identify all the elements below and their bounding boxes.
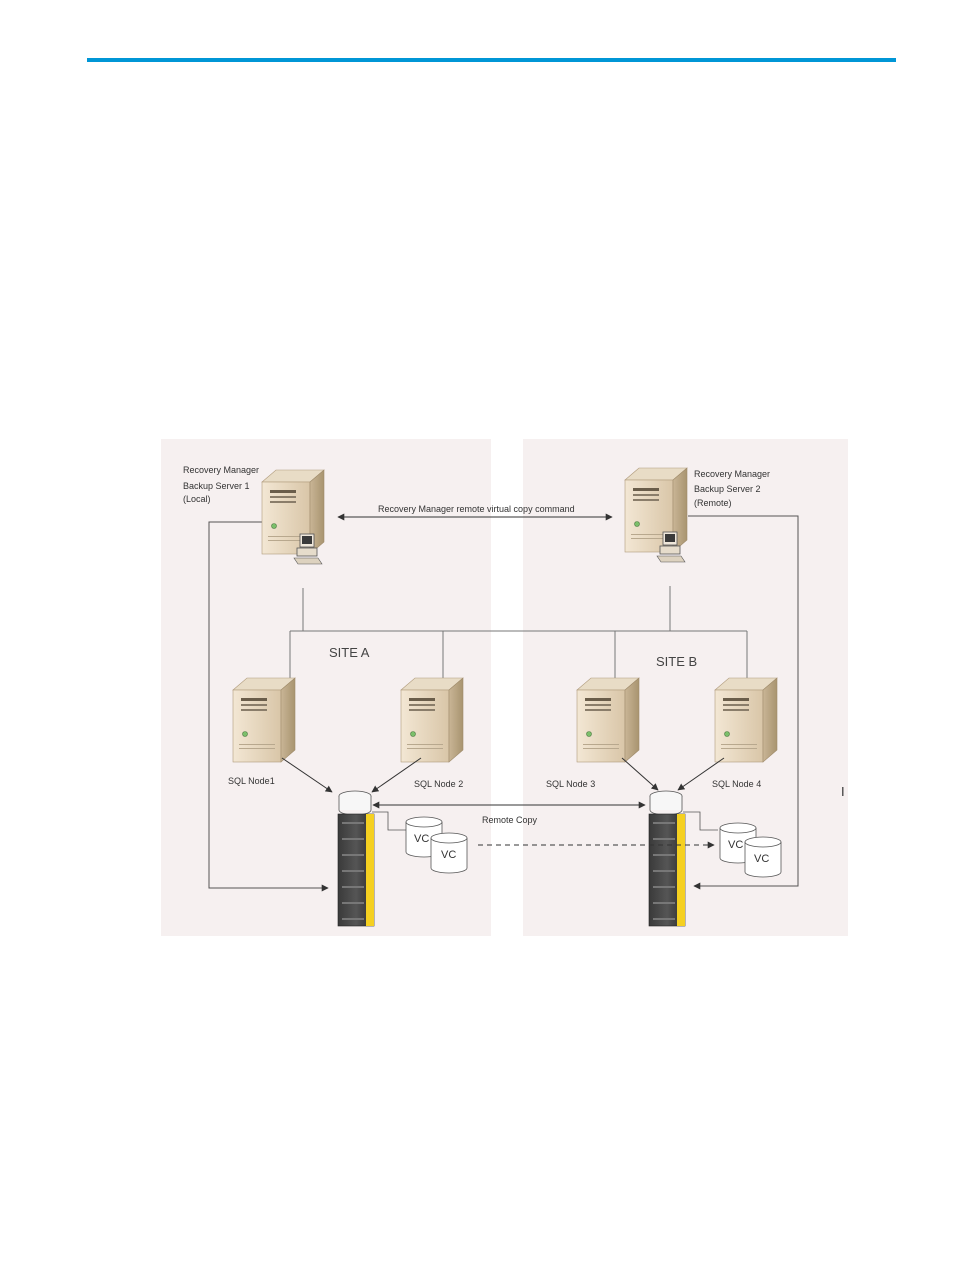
- sql-node-1-label: SQL Node1: [228, 776, 275, 786]
- backup-server-1-line2: Backup Server 1: [183, 481, 250, 491]
- vc-label-b2: VC: [754, 853, 769, 865]
- backup-server-2-line3: (Remote): [694, 498, 732, 508]
- vc-label-b1: VC: [728, 839, 743, 851]
- sql-node-3-server-icon: [577, 678, 639, 762]
- vc-label-a2: VC: [441, 849, 456, 861]
- server-tower-icon: [262, 470, 324, 554]
- backup-server-2-line2: Backup Server 2: [694, 484, 761, 494]
- sql-node-3-label: SQL Node 3: [546, 779, 595, 789]
- sql-node-2-server-icon: [401, 678, 463, 762]
- sql-node-1-server-icon: [233, 678, 295, 762]
- sql-node-2-label: SQL Node 2: [414, 779, 463, 789]
- remote-copy-label: Remote Copy: [482, 815, 538, 825]
- site-a-label: SITE A: [329, 645, 370, 660]
- backup-server-1-line1: Recovery Manager: [183, 465, 259, 475]
- backup-server-1: [262, 470, 324, 564]
- site-b-label: SITE B: [656, 654, 697, 669]
- sql-node-4-label: SQL Node 4: [712, 779, 761, 789]
- remote-command-label: Recovery Manager remote virtual copy com…: [378, 504, 575, 514]
- sql-node-4-server-icon: [715, 678, 777, 762]
- stray-mark: I: [841, 784, 845, 799]
- backup-server-2-line1: Recovery Manager: [694, 469, 770, 479]
- vc-label-a1: VC: [414, 833, 429, 845]
- server-tower-icon: [625, 468, 687, 552]
- backup-server-1-line3: (Local): [183, 494, 211, 504]
- backup-server-2: [625, 468, 687, 562]
